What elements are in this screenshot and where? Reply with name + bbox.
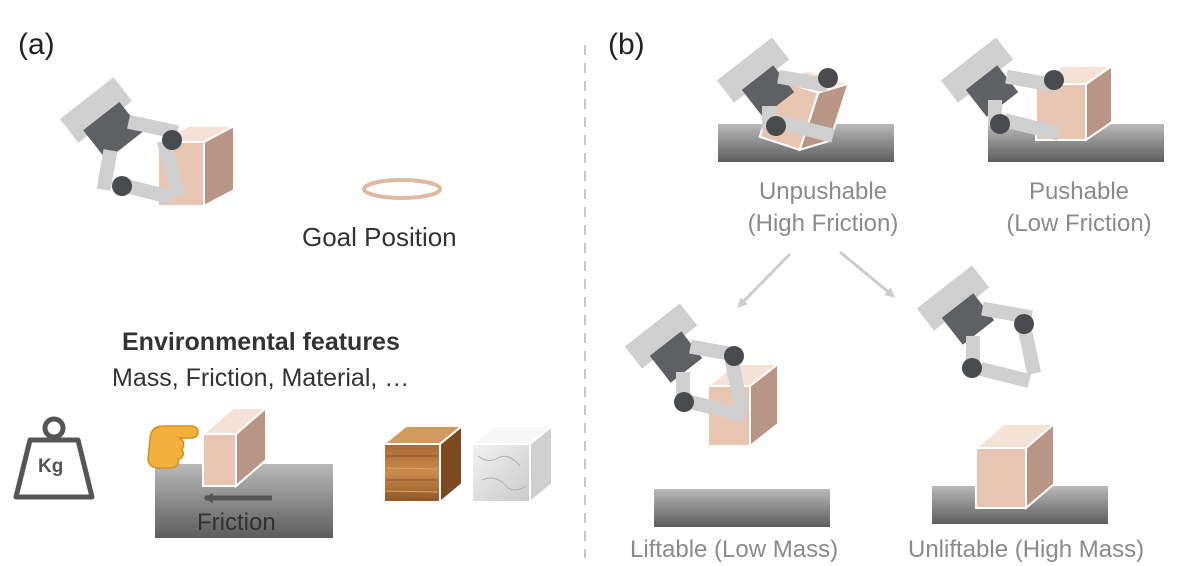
unpushable-label: Unpushable (High Friction) (718, 176, 928, 240)
pushable-label: Pushable (Low Friction) (974, 176, 1184, 240)
features-list: Mass, Friction, Material, … (112, 364, 410, 392)
goal-ring-icon (362, 178, 442, 200)
wood-cube-icon (381, 423, 465, 505)
pushable-line1: Pushable (1028, 178, 1130, 205)
panel-b-letter: (b) (608, 28, 645, 61)
arrow-to-liftable (737, 252, 792, 308)
pointing-hand-icon (147, 425, 199, 469)
pushable-line2: (Low Friction) (1006, 210, 1152, 237)
friction-block (155, 405, 333, 538)
marble-cube-icon (469, 423, 555, 505)
liftable-label: Liftable (Low Mass) (630, 536, 839, 563)
unliftable-label: Unliftable (High Mass) (908, 536, 1145, 563)
unliftable-scene (916, 265, 1108, 524)
unpushable-line1: Unpushable (758, 178, 888, 205)
weight-icon (13, 416, 95, 500)
kg-label: Kg (38, 456, 64, 477)
unpushable-scene (716, 37, 894, 162)
features-title: Environmental features (122, 328, 400, 356)
panel-a-letter: (a) (18, 28, 55, 61)
goal-position-label: Goal Position (302, 222, 457, 252)
arrow-to-unliftable (839, 250, 896, 298)
pushable-scene (940, 37, 1164, 162)
gripper-icon (59, 77, 235, 208)
friction-label: Friction (197, 509, 276, 536)
unpushable-line2: (High Friction) (747, 210, 899, 237)
liftable-scene (624, 303, 830, 527)
